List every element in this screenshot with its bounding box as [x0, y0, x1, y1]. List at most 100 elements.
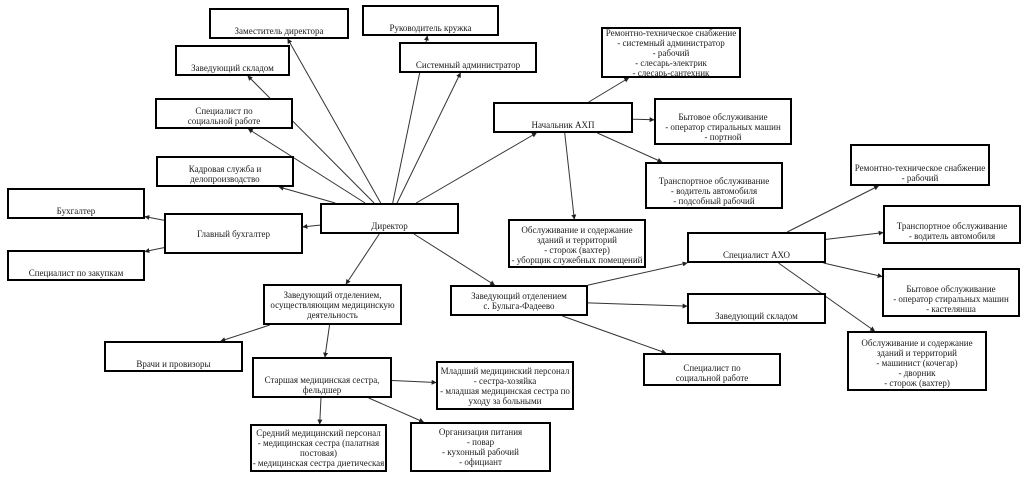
node-text-line: Обслуживание и содержание — [521, 225, 633, 235]
node-text-line: Заведующий складом — [715, 311, 798, 321]
node-ahp-household-service: Бытовое обслуживание- оператор стиральны… — [654, 98, 792, 145]
node-text-line: делопроизводство — [190, 174, 260, 184]
node-text-line: Транспортное обслуживание — [896, 221, 1008, 231]
node-text-line: Заведующий складом — [191, 63, 274, 73]
node-text-line: - машинист (кочегар) — [876, 358, 958, 368]
node-text-line: Ремонтно-техническое снабжение — [854, 163, 986, 173]
node-text-line: Организация питания — [438, 427, 523, 437]
node-text-line: - оператор стиральных машин — [893, 294, 1009, 304]
connector-arrow-chief_accountant-to-procurement — [144, 247, 165, 254]
node-text-line: - дворник — [898, 368, 936, 378]
node-text-line: Средний медицинский персонал — [256, 428, 381, 438]
node-director: Директор — [320, 203, 459, 234]
node-text-line: социальной работе — [187, 116, 261, 126]
node-text-line: - кастелянша — [926, 304, 976, 314]
node-text-line: Специалист по — [683, 363, 741, 373]
node-text-line: Руководитель кружка — [389, 23, 472, 33]
node-text-line: - подсобный рабочий — [673, 196, 755, 206]
connector-arrow-aho_specialist-to-aho_transport — [825, 230, 884, 240]
node-text-line: Врачи и провизоры — [136, 359, 211, 369]
connector-arrow-director-to-chief_accountant — [302, 223, 321, 229]
connector-arrow-director-to-sysadmin — [396, 72, 461, 204]
node-text-line: уходу за больными — [468, 395, 542, 406]
node-text-line: Бытовое обслуживание — [906, 284, 996, 294]
node-ahp-repair-supply: Ремонтно-техническое снабжение- системны… — [601, 27, 741, 78]
node-text-line: - кухонный рабочий — [442, 447, 519, 457]
connector-arrow-director-to-deputy — [287, 38, 382, 204]
connector-arrow-director-to-bf_head — [413, 233, 496, 286]
node-text-line: Обслуживание и содержание — [861, 338, 973, 348]
node-aho-transport-service: Транспортное обслуживание- водитель авто… — [883, 205, 1021, 244]
node-text-line: - младшая медицинская сестра по — [440, 385, 570, 396]
node-warehouse-manager-branch: Заведующий складом — [687, 293, 826, 324]
node-text-line: Заместитель директора — [234, 26, 324, 36]
node-procurement-specialist: Специалист по закупкам — [7, 250, 145, 281]
node-text-line: социальной работе — [675, 373, 749, 383]
connector-arrow-director-to-hr — [278, 185, 336, 204]
node-text-line: Начальник АХП — [531, 120, 595, 130]
node-text-line: - рабочий — [901, 173, 939, 183]
node-text-line: - рабочий — [652, 47, 690, 58]
node-text-line: - сторож (вахтер) — [884, 378, 950, 388]
node-text-line: - официант — [459, 457, 502, 467]
node-aho-specialist: Специалист АХО — [687, 232, 826, 263]
connector-arrow-director-to-ahp_head — [415, 132, 537, 204]
node-middle-medical-staff: Средний медицинский персонал - медицинска… — [250, 424, 387, 472]
connector-arrow-director-to-med_head — [345, 233, 380, 285]
node-text-line: - водитель автомобиля — [670, 186, 758, 196]
connector-arrow-ahp_head-to-ahp_transport — [597, 132, 663, 163]
node-text-line: Транспортное обслуживание — [658, 176, 770, 186]
connector-arrow-bf_head-to-social_2 — [562, 315, 667, 354]
node-text-line: - уборщик служебных помещений — [511, 255, 643, 265]
node-text-line: - системный администратор — [617, 37, 725, 48]
node-text-line: Специалист по закупкам — [28, 268, 124, 278]
connector-arrow-director-to-warehouse_1 — [247, 75, 375, 204]
connector-arrow-ahp_head-to-ahp_buildings — [564, 132, 577, 220]
node-text-line: Ремонтно-техническое снабжение — [605, 27, 737, 38]
connector-arrow-aho_specialist-to-aho_repair — [786, 185, 879, 233]
node-text-line: - медицинская сестра диетическая — [252, 458, 385, 468]
connector-arrow-chief_accountant-to-accountant — [144, 215, 165, 221]
node-text-line: Старшая медицинская сестра, — [264, 375, 380, 385]
node-text-line: Кадровая служба и — [188, 164, 262, 174]
node-text-line: фельдшер — [302, 385, 342, 395]
node-text-line: деятельность — [307, 309, 358, 320]
node-text-line: Специалист по — [195, 106, 253, 116]
node-text-line: - слесарь-сантехник — [632, 67, 710, 78]
node-text-line: Заведующий отделением — [471, 290, 567, 301]
connector-arrow-head_nurse-to-middle_staff — [317, 397, 323, 425]
node-aho-household-service: Бытовое обслуживание- оператор стиральны… — [882, 268, 1020, 317]
node-text-line: Бытовое обслуживание — [678, 112, 768, 122]
node-catering: Организация питания- повар- кухонный раб… — [410, 422, 551, 472]
node-junior-medical-staff: Младший медицинский персонал- сестра-хоз… — [436, 361, 574, 410]
node-deputy-director: Заместитель директора — [209, 8, 349, 39]
node-text-line: Системный администратор — [415, 60, 521, 70]
node-text-line: зданий и территорий — [877, 348, 957, 358]
node-text-line: Заведующий отделением, — [283, 289, 382, 300]
node-text-line: Младший медицинский персонал — [440, 365, 570, 376]
node-chief-accountant: Главный бухгалтер — [164, 213, 303, 254]
node-doctors-pharmacists: Врачи и провизоры — [104, 341, 243, 372]
node-ahp-transport-service: Транспортное обслуживание- водитель авто… — [645, 162, 783, 209]
node-text-line: - портной — [704, 132, 742, 142]
node-club-head: Руководитель кружка — [362, 5, 499, 36]
node-text-line: Главный бухгалтер — [196, 228, 271, 239]
node-text-line: зданий и территорий — [537, 235, 617, 245]
node-accountant: Бухгалтер — [7, 188, 145, 219]
node-medical-department-head: Заведующий отделением,осуществляющим мед… — [263, 284, 402, 325]
connector-arrow-ahp_head-to-ahp_repair — [588, 77, 630, 103]
node-aho-repair-supply: Ремонтно-техническое снабжение- рабочий — [850, 144, 990, 186]
node-text-line: с. Булыга-Фадеево — [483, 300, 555, 311]
node-text-line: - повар — [466, 437, 495, 447]
connector-arrow-head_nurse-to-catering — [368, 397, 425, 423]
connector-arrow-bf_head-to-aho_specialist — [587, 261, 688, 286]
connector-arrow-bf_head-to-warehouse_2 — [587, 302, 688, 309]
node-text-line: Директор — [371, 221, 408, 231]
connector-arrow-med_head-to-head_nurse — [323, 324, 331, 358]
node-text-line: Бухгалтер — [56, 206, 96, 216]
node-warehouse-manager: Заведующий складом — [175, 45, 290, 76]
